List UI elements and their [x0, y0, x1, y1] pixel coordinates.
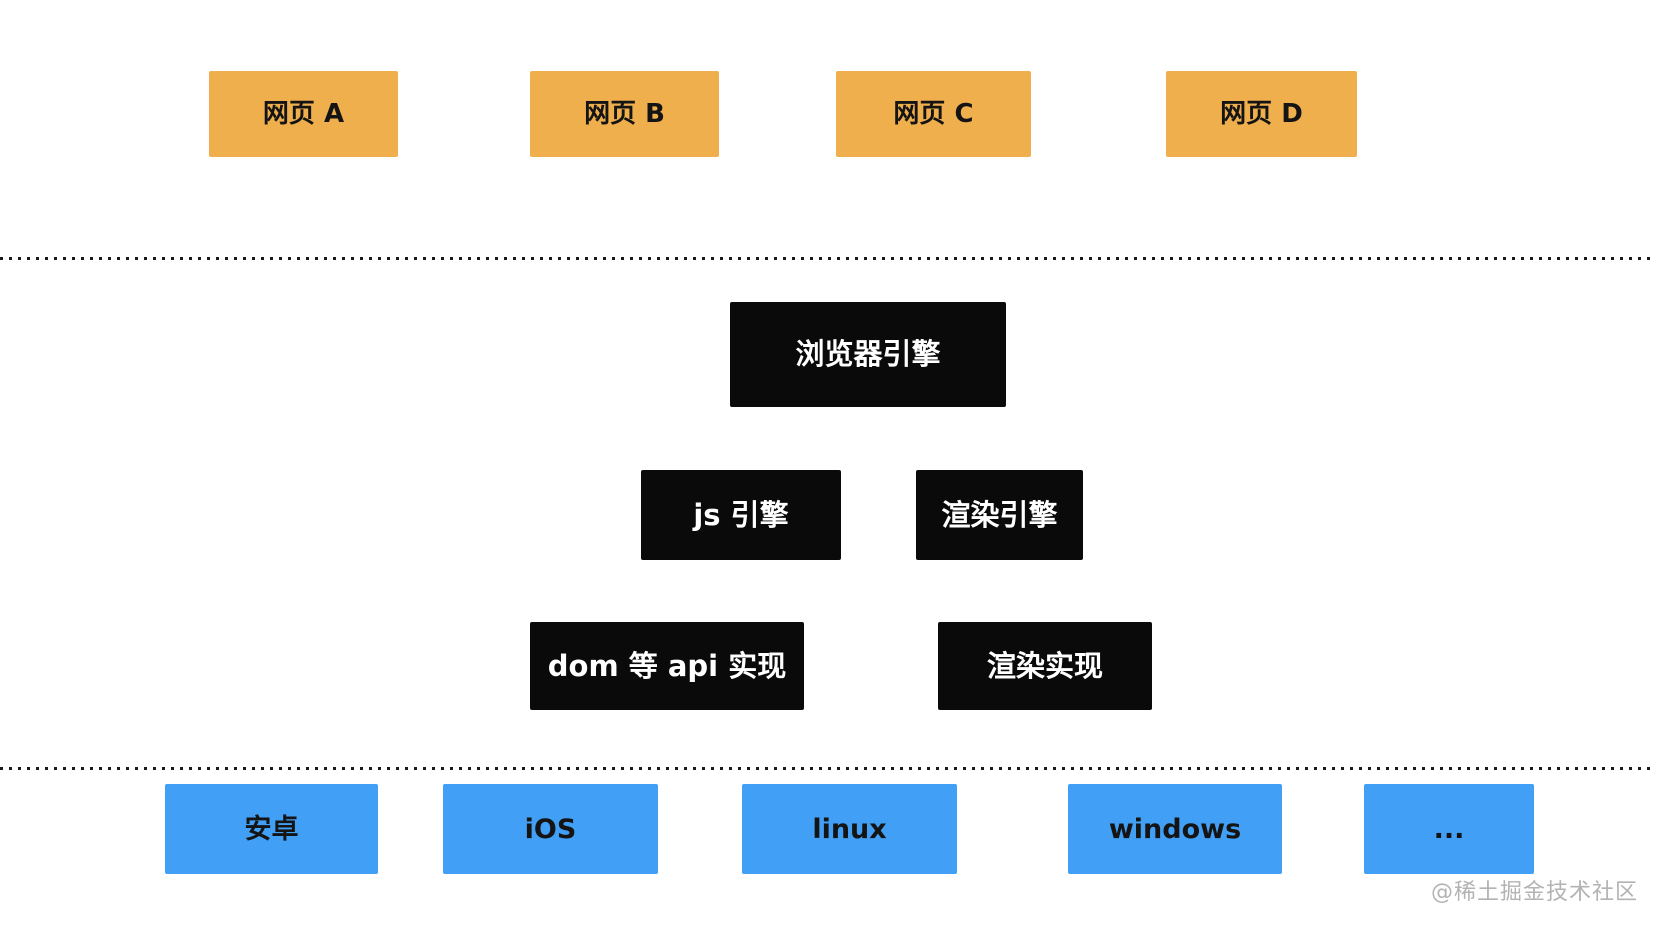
dom-api-impl-box: dom 等 api 实现: [530, 622, 804, 710]
webpage-box-a: 网页 A: [209, 71, 398, 157]
webpage-label-b: 网页 B: [584, 99, 665, 129]
webpage-box-d: 网页 D: [1166, 71, 1357, 157]
platform-box-windows: windows: [1068, 784, 1282, 874]
dom-api-impl-label: dom 等 api 实现: [547, 648, 787, 683]
platform-label-windows: windows: [1108, 813, 1242, 845]
webpage-label-c: 网页 C: [893, 99, 974, 129]
platform-box-linux: linux: [742, 784, 957, 874]
webpage-box-c: 网页 C: [836, 71, 1031, 157]
watermark: @稀土掘金技术社区: [1430, 880, 1638, 905]
platform-box-android: 安卓: [165, 784, 378, 874]
platform-label-linux: linux: [812, 813, 887, 845]
platform-label-ios: iOS: [524, 813, 577, 845]
browser-engine-label: 浏览器引擎: [795, 337, 941, 371]
platform-label-more: ...: [1433, 813, 1465, 845]
js-engine-label: js 引擎: [693, 497, 789, 532]
js-engine-box: js 引擎: [641, 470, 841, 560]
webpage-label-a: 网页 A: [262, 99, 345, 129]
render-engine-label: 渲染引擎: [941, 497, 1058, 532]
webpage-box-b: 网页 B: [530, 71, 719, 157]
webpage-label-d: 网页 D: [1220, 99, 1303, 129]
dotted-divider-top: [0, 257, 1656, 260]
render-impl-box: 渲染实现: [938, 622, 1152, 710]
render-engine-box: 渲染引擎: [916, 470, 1083, 560]
dotted-divider-bottom: [0, 767, 1656, 770]
platform-box-more: ...: [1364, 784, 1534, 874]
platform-box-ios: iOS: [443, 784, 658, 874]
platform-label-android: 安卓: [244, 813, 299, 845]
browser-engine-box: 浏览器引擎: [730, 302, 1006, 407]
render-impl-label: 渲染实现: [986, 648, 1103, 683]
